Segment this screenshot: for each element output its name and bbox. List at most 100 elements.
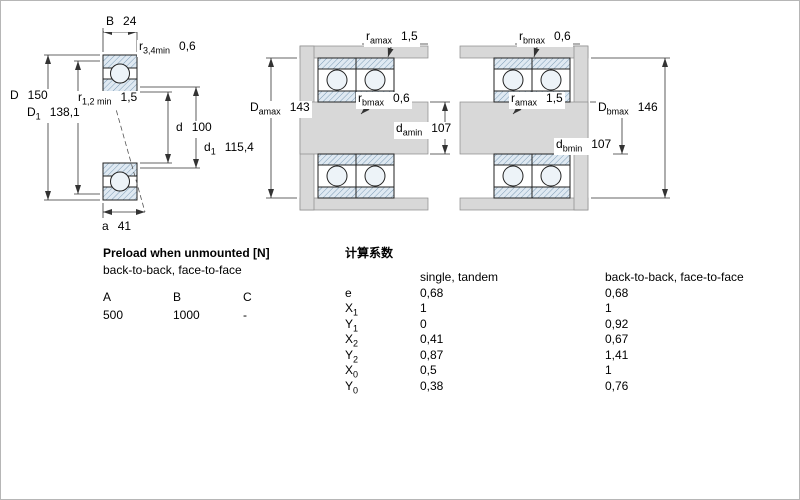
preload-col-header-A: A — [103, 290, 112, 304]
dim-symbol: r — [366, 29, 370, 43]
factor-symbol-cell: X1 — [345, 301, 420, 317]
factor-symbol: Y — [345, 347, 354, 362]
preload-table: Preload when unmounted [N] back-to-back,… — [103, 246, 313, 322]
dim-value: 41 — [117, 219, 132, 233]
dim-value: 1,5 — [120, 90, 138, 104]
dim-value: 1,5 — [546, 91, 563, 105]
dim-symbol: D — [598, 100, 607, 114]
dim-symbol: d — [176, 120, 183, 134]
factor-value-btb-ftf: 1 — [605, 301, 612, 315]
dim-D: D 150 — [8, 88, 50, 107]
factors-title: 计算系数 — [345, 246, 394, 260]
dim-subscript: amax — [258, 106, 281, 117]
factor-symbol: Y — [345, 316, 354, 331]
factor-subscript: 2 — [353, 338, 359, 349]
dim-subscript: bmax — [606, 106, 629, 117]
preload-value-C: - — [243, 308, 247, 322]
factor-value-btb-ftf: 1 — [605, 363, 612, 377]
dim-value: 0,6 — [554, 29, 571, 43]
technical-drawings — [44, 28, 670, 218]
factor-subscript: 1 — [353, 322, 359, 333]
factor-value-btb-ftf: 0,92 — [605, 316, 629, 331]
dim-ramax-btb: ramax 1,5 — [364, 29, 420, 48]
factor-symbol-cell: Y1 — [345, 317, 420, 333]
factor-value-single-tandem: 0,87 — [420, 347, 444, 362]
preload-value-row: 500 1000 - — [103, 308, 313, 322]
factor-value-single-tandem: 0,68 — [420, 285, 444, 300]
dim-symbol: r — [139, 39, 143, 53]
dim-value: 143 — [289, 100, 310, 114]
factor-value-btb-ftf: 0,68 — [605, 285, 629, 300]
dim-value: 146 — [637, 100, 658, 114]
dim-symbol: d — [556, 137, 563, 151]
dim-subscript: amax — [370, 35, 393, 46]
dim-Dbmax: Dbmax 146 — [596, 100, 660, 119]
dim-d1: d1 115,4 — [202, 140, 256, 159]
factor-value-single-tandem: 1 — [420, 301, 427, 315]
dim-subscript: 1 — [210, 146, 216, 157]
factor-symbol-cell: Y0 — [345, 379, 420, 395]
dim-symbol: D — [10, 88, 19, 102]
factor-subscript: 2 — [353, 353, 359, 364]
factor-value-btb-ftf: 0,76 — [605, 378, 629, 393]
dim-Damax: Damax 143 — [248, 100, 312, 119]
dim-value: 150 — [27, 88, 48, 102]
factor-symbol: X — [345, 332, 354, 346]
factor-value-single-tandem: 0,41 — [420, 332, 444, 346]
preload-col-header-B: B — [173, 290, 182, 304]
factor-value-single-tandem: 0,5 — [420, 363, 437, 377]
preload-col-header-C: C — [243, 290, 252, 304]
factor-subscript: 0 — [353, 369, 359, 380]
factor-value-single-tandem: 0 — [420, 316, 427, 331]
factor-subscript: 0 — [353, 384, 359, 395]
dim-symbol: r — [519, 29, 523, 43]
factor-symbol: X — [345, 301, 354, 315]
dim-value: 1,5 — [401, 29, 418, 43]
contact-angle-line — [111, 94, 146, 213]
dim-a: a 41 — [100, 219, 134, 238]
factor-symbol: X — [345, 363, 354, 377]
dim-ramax-ftf: ramax 1,5 — [509, 91, 565, 110]
dim-value: 0,6 — [393, 91, 410, 105]
factor-symbol-cell: e — [345, 286, 420, 302]
dim-symbol: D — [250, 100, 259, 114]
dim-subscript: amin — [402, 127, 423, 138]
dim-subscript: 3,4min — [143, 45, 171, 56]
dim-symbol: d — [204, 140, 211, 154]
dim-value: 24 — [123, 14, 137, 28]
factors-col-header-btb-ftf: back-to-back, face-to-face — [605, 270, 744, 284]
factor-value-btb-ftf: 0,67 — [605, 332, 629, 346]
dim-subscript: 1 — [35, 111, 41, 122]
dim-symbol: a — [102, 219, 109, 233]
dim-subscript: bmin — [562, 143, 583, 154]
dim-subscript: amax — [515, 97, 538, 108]
dim-symbol: r — [358, 91, 362, 105]
factor-symbol-cell: Y2 — [345, 348, 420, 364]
factors-grid: single, tandem back-to-back, face-to-fac… — [345, 270, 744, 395]
dim-value: 115,4 — [224, 140, 254, 154]
preload-value-B: 1000 — [173, 308, 200, 322]
preload-header-row: A B C — [103, 290, 313, 304]
factors-col-header-single-tandem: single, tandem — [420, 270, 499, 284]
preload-subtitle: back-to-back, face-to-face — [103, 263, 242, 277]
dim-rbmax-ftf: rbmax 0,6 — [517, 29, 573, 48]
dim-subscript: bmax — [523, 35, 546, 46]
dim-symbol: d — [396, 121, 403, 135]
dim-subscript: 1,2 min — [82, 96, 112, 107]
dim-symbol: D — [27, 105, 36, 119]
factor-symbol: Y — [345, 378, 354, 393]
mounted-pair-face-to-face-drawing — [459, 43, 670, 211]
factor-subscript: 1 — [353, 307, 359, 318]
factor-symbol: e — [345, 285, 352, 300]
dim-symbol: r — [511, 91, 515, 105]
factor-value-btb-ftf: 1,41 — [605, 347, 629, 362]
